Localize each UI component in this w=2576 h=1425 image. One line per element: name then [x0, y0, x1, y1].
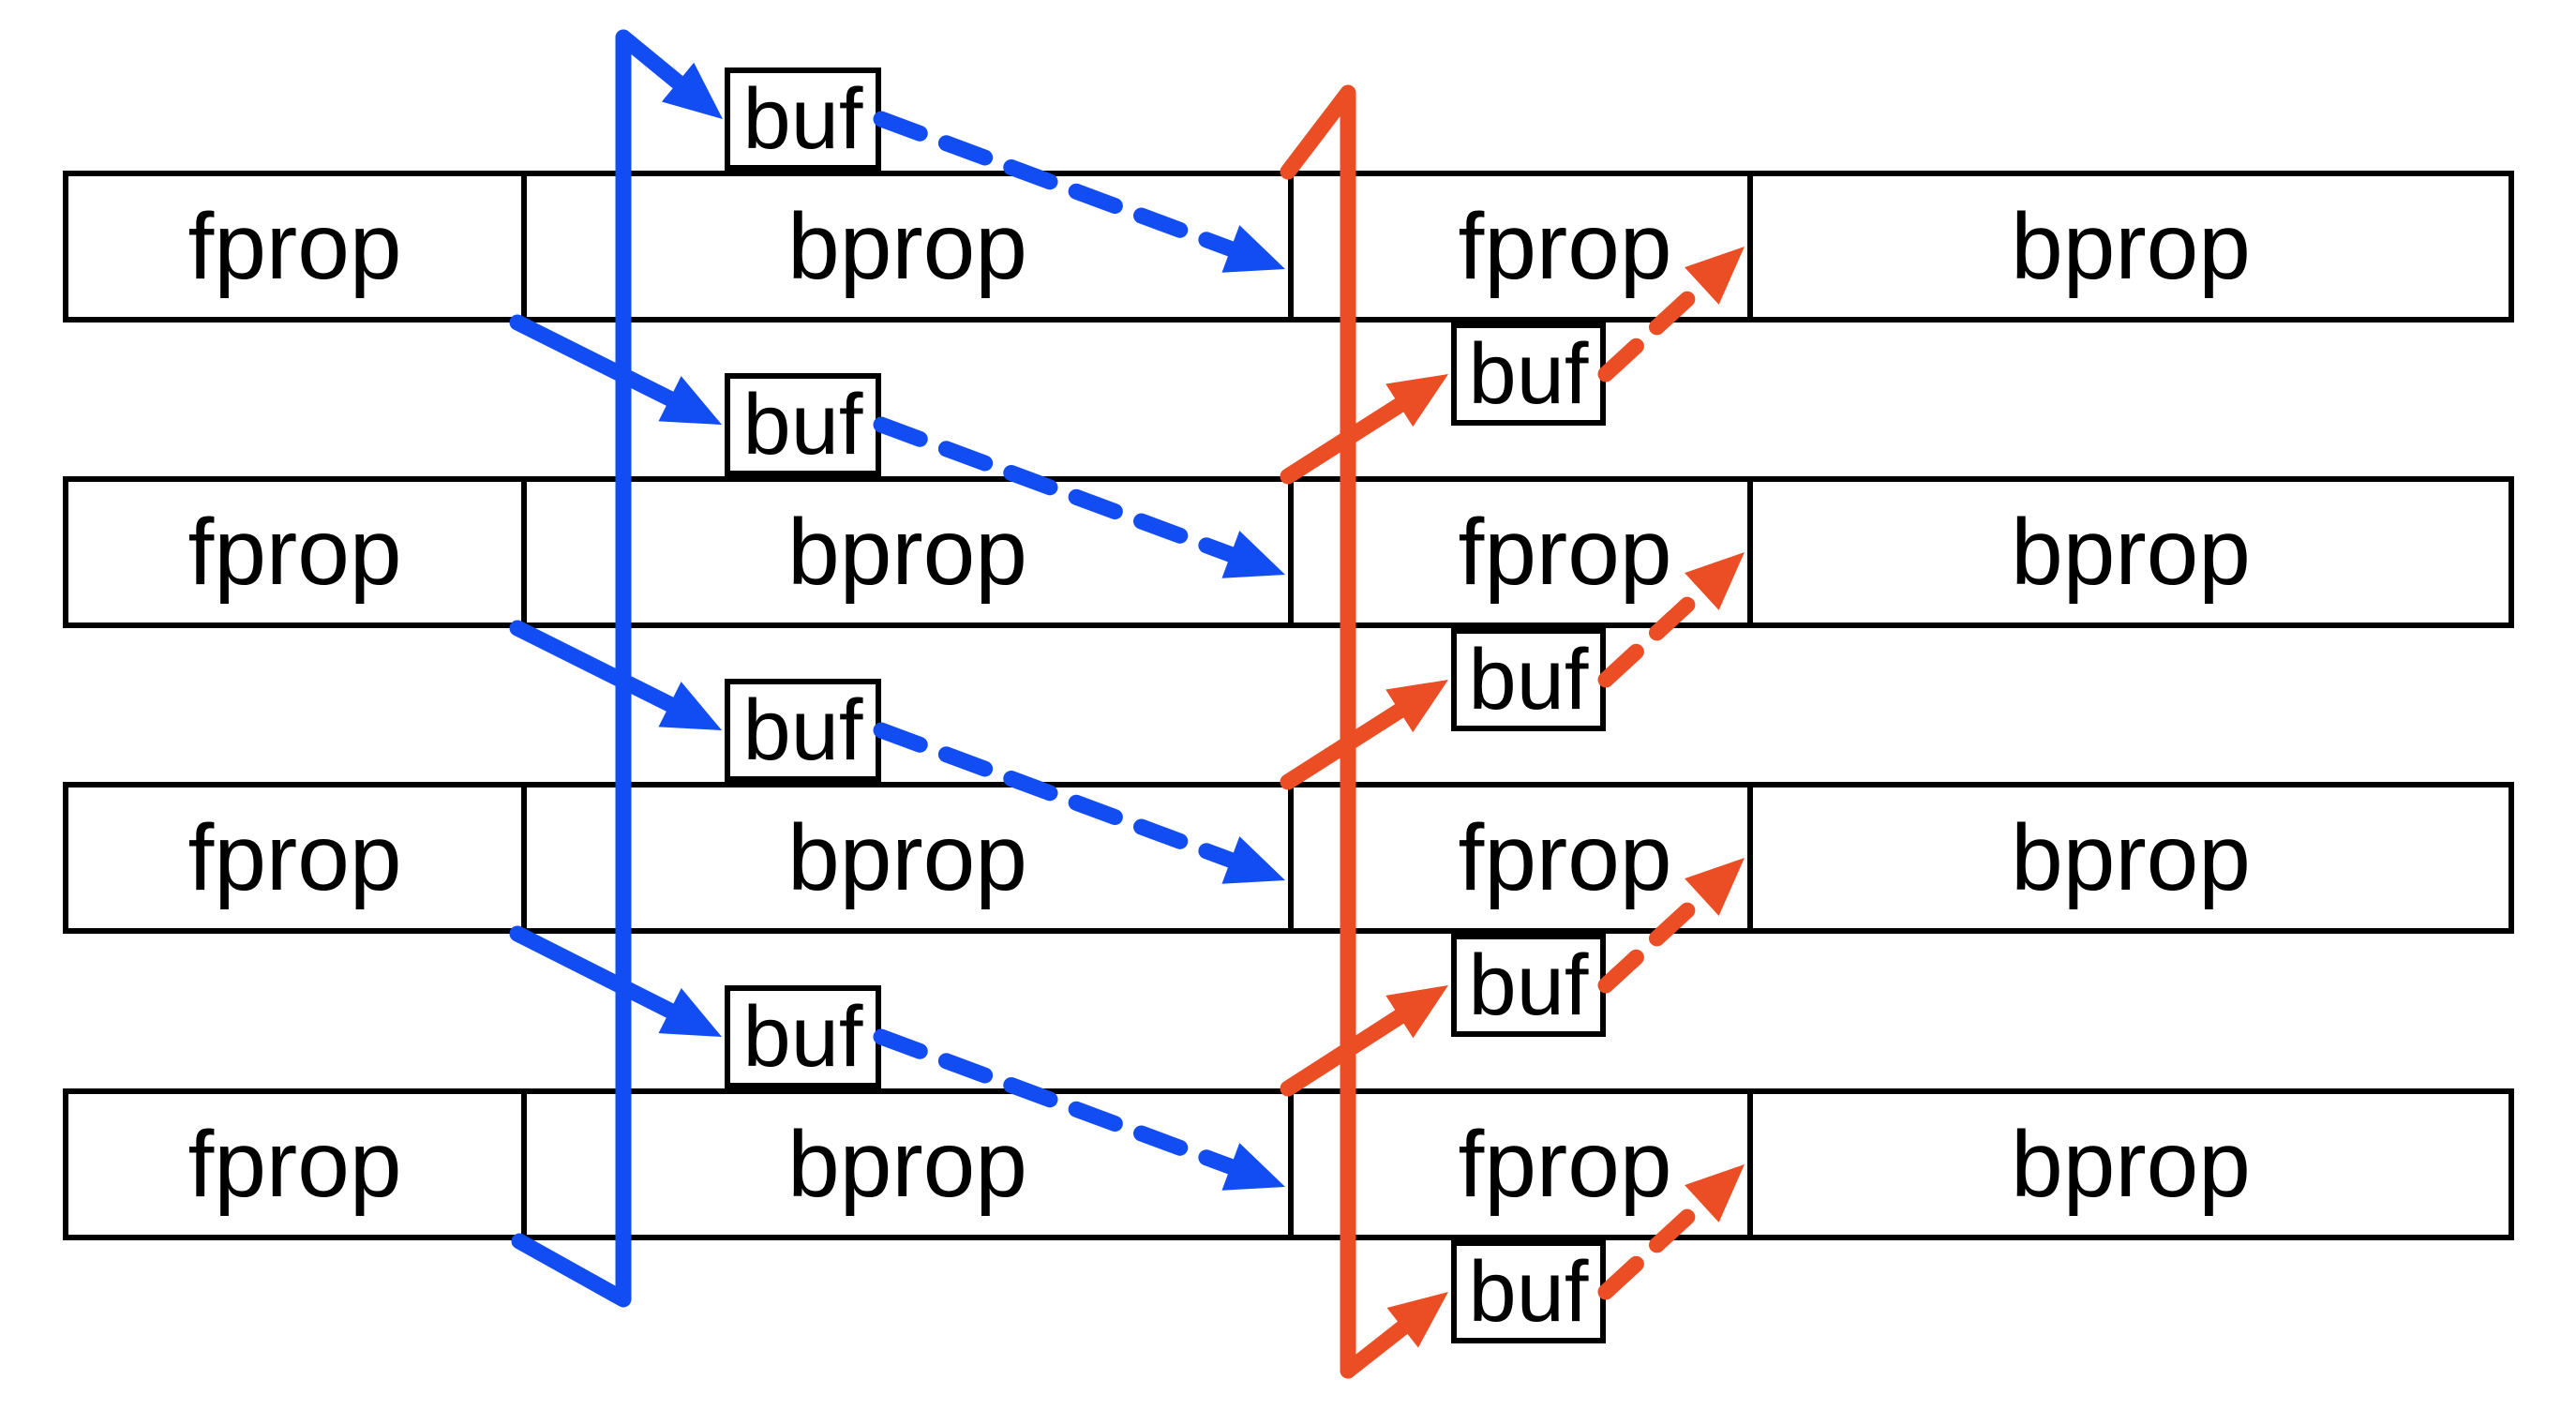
- bprop-label: bprop: [787, 500, 1027, 605]
- cell-bprop: bprop: [1753, 176, 2509, 317]
- red-solid-arrow-shaft: [1280, 394, 1413, 485]
- bprop-label: bprop: [787, 194, 1027, 299]
- cell-bprop: bprop: [527, 1094, 1294, 1235]
- cell-bprop: bprop: [527, 788, 1294, 928]
- cell-fprop: fprop: [1294, 788, 1753, 928]
- blue-solid-arrow-head: [658, 987, 722, 1037]
- cell-fprop: fprop: [68, 176, 527, 317]
- buf-box-blue: buf: [725, 68, 881, 171]
- fprop-label: fprop: [187, 500, 402, 605]
- bprop-label: bprop: [2011, 805, 2251, 910]
- cell-fprop: fprop: [68, 482, 527, 622]
- cell-fprop: fprop: [1294, 1094, 1753, 1235]
- buf-box-red: buf: [1451, 628, 1606, 731]
- buf-label: buf: [1468, 326, 1589, 422]
- pipeline-row: fprop bprop fprop bprop: [63, 171, 2514, 322]
- buf-label: buf: [742, 989, 863, 1085]
- blue-solid-arrow-head: [658, 376, 722, 425]
- bprop-label: bprop: [2011, 194, 2251, 299]
- cell-fprop: fprop: [1294, 176, 1753, 317]
- fprop-label: fprop: [187, 805, 402, 910]
- fprop-label: fprop: [187, 1112, 402, 1217]
- blue-loop-arrow-head: [661, 62, 723, 119]
- cell-bprop: bprop: [527, 176, 1294, 317]
- pipeline-row: fprop bprop fprop bprop: [63, 782, 2514, 934]
- cell-fprop: fprop: [1294, 482, 1753, 622]
- buf-label: buf: [742, 71, 863, 167]
- buf-box-blue: buf: [725, 679, 881, 782]
- blue-loop-arrow-shaft: [615, 29, 691, 94]
- blue-solid-arrow-head: [658, 682, 722, 730]
- buf-label: buf: [1468, 632, 1589, 728]
- pipeline-row: fprop bprop fprop bprop: [63, 476, 2514, 628]
- buf-label: buf: [1468, 1244, 1589, 1340]
- bprop-label: bprop: [2011, 1112, 2251, 1217]
- buf-box-blue: buf: [725, 985, 881, 1088]
- cell-fprop: fprop: [68, 788, 527, 928]
- buf-box-red: buf: [1451, 934, 1606, 1037]
- buf-label: buf: [742, 377, 863, 472]
- buf-box-red: buf: [1451, 322, 1606, 426]
- bprop-label: bprop: [787, 805, 1027, 910]
- cell-bprop: bprop: [1753, 482, 2509, 622]
- red-solid-arrow-head: [1385, 680, 1448, 733]
- red-loop-arrow-shaft: [1340, 1316, 1415, 1379]
- fprop-label: fprop: [1458, 1112, 1672, 1217]
- cell-fprop: fprop: [68, 1094, 527, 1235]
- cell-bprop: bprop: [1753, 1094, 2509, 1235]
- blue-solid-arrow-shaft: [509, 620, 683, 715]
- cell-bprop: bprop: [1753, 788, 2509, 928]
- blue-solid-arrow-shaft: [509, 314, 683, 410]
- fprop-label: fprop: [1458, 194, 1672, 299]
- pipeline-row: fprop bprop fprop bprop: [63, 1088, 2514, 1240]
- red-solid-arrow-shaft: [1280, 1005, 1413, 1097]
- red-solid-arrow-head: [1385, 374, 1448, 428]
- red-loop-arrow-head: [1386, 1292, 1448, 1348]
- red-solid-arrow-shaft: [1280, 699, 1413, 790]
- red-solid-arrow-head: [1385, 985, 1448, 1039]
- fprop-label: fprop: [1458, 805, 1672, 910]
- buf-label: buf: [1468, 938, 1589, 1033]
- buf-box-red: buf: [1451, 1240, 1606, 1343]
- bprop-label: bprop: [2011, 500, 2251, 605]
- buf-label: buf: [742, 682, 863, 778]
- blue-solid-arrow-shaft: [509, 925, 683, 1022]
- fprop-label: fprop: [187, 194, 402, 299]
- cell-bprop: bprop: [527, 482, 1294, 622]
- buf-box-blue: buf: [725, 373, 881, 476]
- fprop-label: fprop: [1458, 500, 1672, 605]
- bprop-label: bprop: [787, 1112, 1027, 1217]
